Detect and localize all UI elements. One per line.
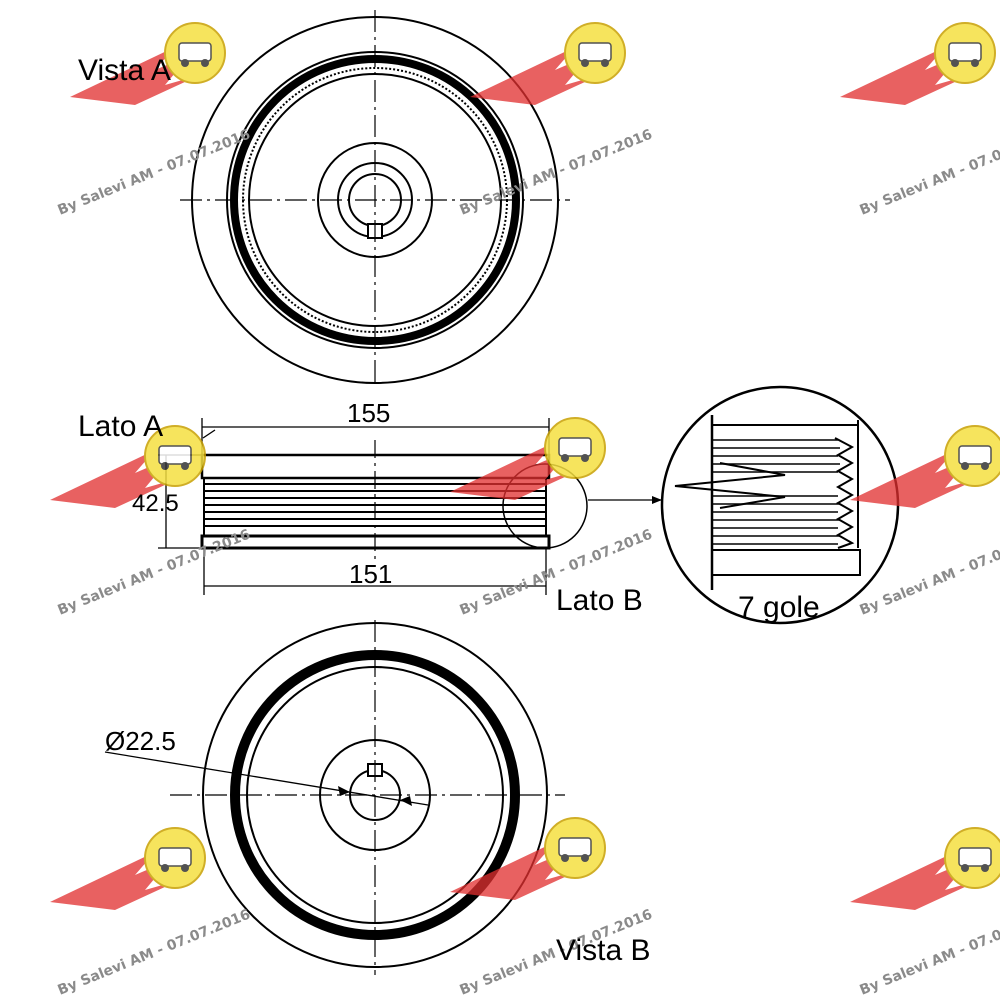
watermark-text: By Salevi AM - 07.07.2016 [56, 127, 253, 219]
detail-view [660, 385, 900, 625]
view-a [180, 10, 570, 385]
dimension-42-5: 42.5 [132, 490, 179, 517]
dimension-155: 155 [347, 398, 390, 428]
label-vista-a: Vista A [78, 54, 171, 87]
watermark-text: By Salevi AM - 07.07.2016 [858, 127, 1000, 219]
watermark-text: By Salevi AM - 07.07.2016 [858, 527, 1000, 619]
view-b [104, 620, 565, 975]
watermark-text: By Salevi AM - 07.07.2016 [56, 527, 253, 619]
dimension-bore-diameter: Ø22.5 [105, 726, 176, 756]
dimension-151: 151 [349, 559, 392, 589]
label-grooves: 7 gole [738, 591, 820, 624]
label-lato-b: Lato B [556, 584, 643, 617]
label-lato-a: Lato A [78, 410, 163, 443]
label-vista-b: Vista B [556, 934, 651, 967]
watermark-text: By Salevi AM - 07.07.2016 [858, 907, 1000, 999]
watermark-text: By Salevi AM - 07.07.2016 [56, 907, 253, 999]
